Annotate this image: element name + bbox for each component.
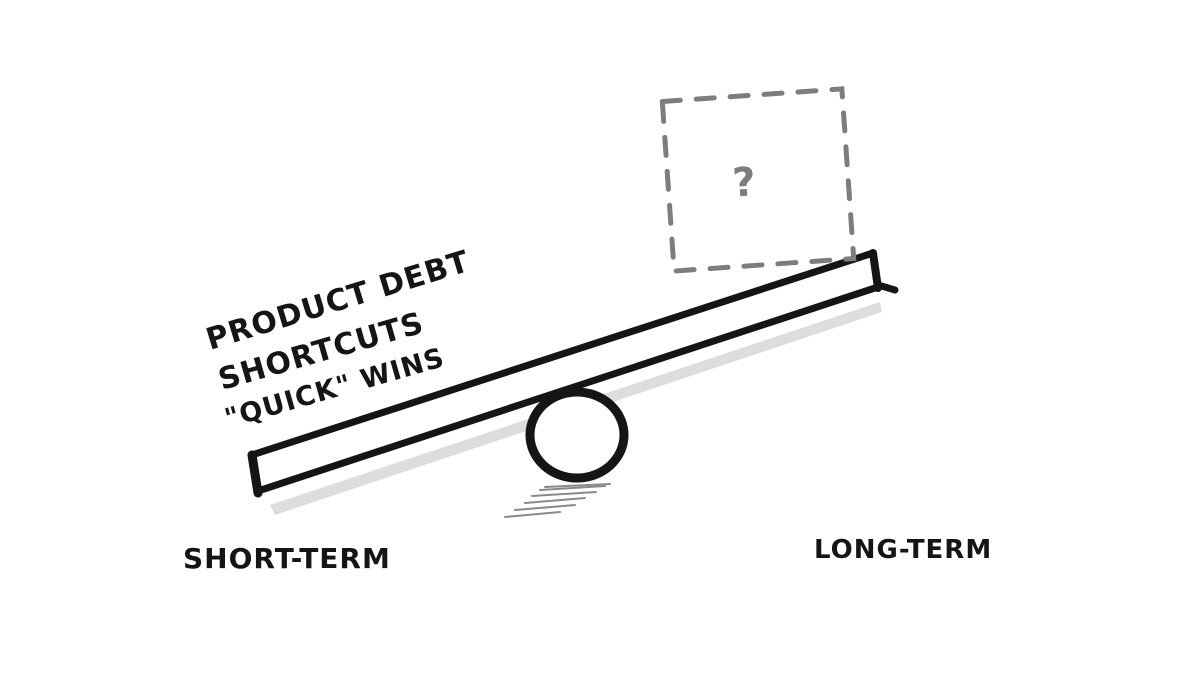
seesaw-plank [247,249,899,498]
unknown-box: ? [659,86,857,274]
label-short-term: SHORT-TERM [183,542,391,575]
label-long-term: LONG-TERM [814,535,992,565]
fulcrum [525,387,629,483]
unknown-box-mark: ? [731,159,757,207]
ground-scribble [504,483,611,518]
